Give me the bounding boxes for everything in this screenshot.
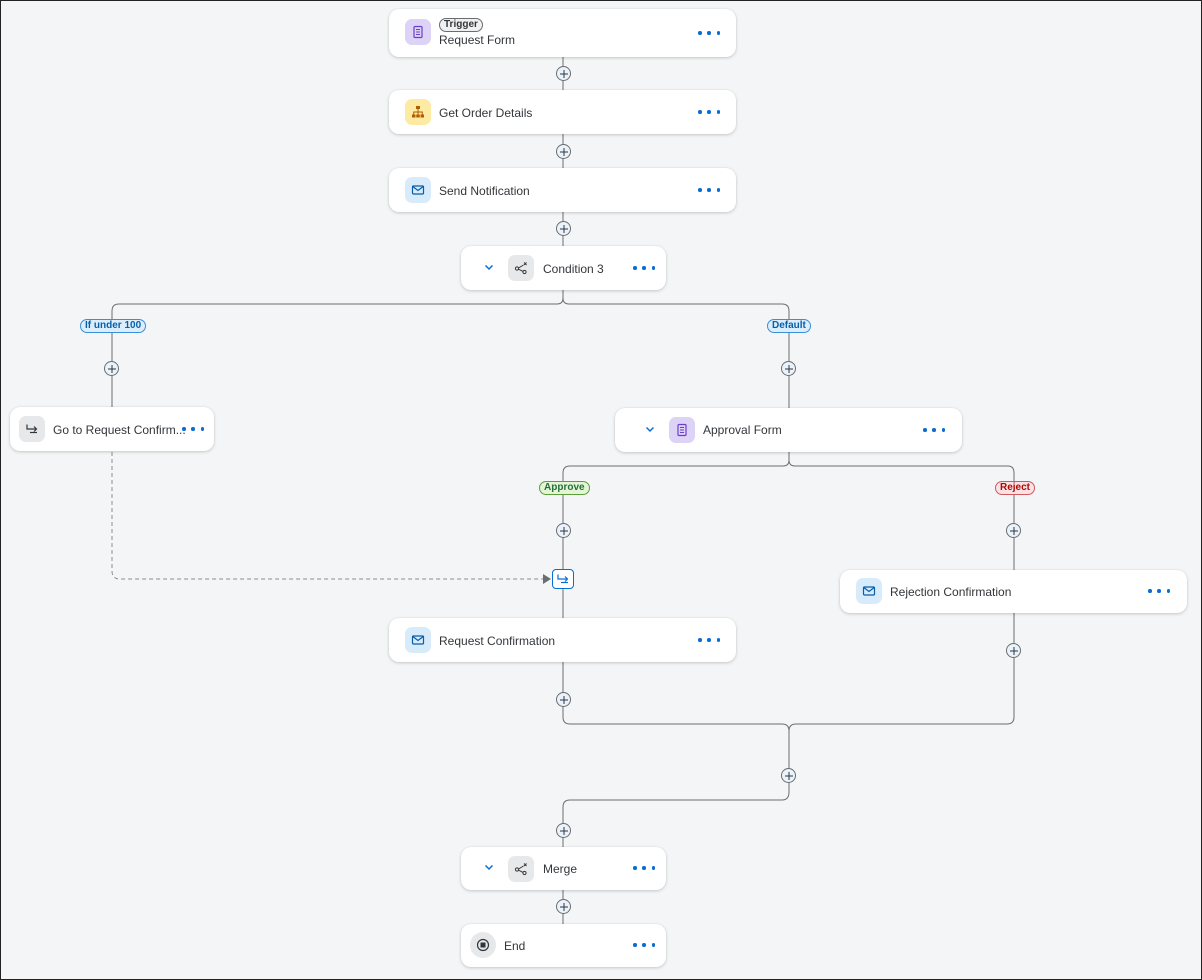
- more-options-icon[interactable]: [698, 183, 720, 197]
- chevron-down-icon[interactable]: [482, 260, 496, 274]
- more-options-icon[interactable]: [923, 423, 945, 437]
- node-approval-form[interactable]: Approval Form: [615, 408, 962, 452]
- add-step-button[interactable]: [556, 144, 571, 159]
- more-options-icon[interactable]: [633, 938, 655, 952]
- form-icon: [669, 417, 695, 443]
- node-label: Rejection Confirmation: [890, 585, 1012, 599]
- more-options-icon[interactable]: [698, 105, 720, 119]
- more-options-icon[interactable]: [698, 633, 720, 647]
- mail-icon: [856, 578, 882, 604]
- stop-icon: [470, 932, 496, 958]
- mail-icon: [405, 177, 431, 203]
- branch-label-reject: Reject: [995, 481, 1036, 495]
- node-label: Condition 3: [543, 262, 604, 276]
- branch-label-if-under-100: If under 100: [80, 319, 147, 333]
- condition-icon: [508, 255, 534, 281]
- add-step-button[interactable]: [556, 899, 571, 914]
- node-label: Request Form: [439, 33, 516, 47]
- node-goto-request-confirmation[interactable]: Go to Request Confirm...: [10, 407, 214, 451]
- add-step-button[interactable]: [556, 523, 571, 538]
- node-send-notification[interactable]: Send Notification: [389, 168, 736, 212]
- node-label: Get Order Details: [439, 106, 533, 120]
- chevron-down-icon[interactable]: [482, 860, 496, 874]
- add-step-button[interactable]: [104, 361, 119, 376]
- add-step-button[interactable]: [781, 361, 796, 376]
- add-step-button[interactable]: [556, 221, 571, 236]
- mail-icon: [405, 627, 431, 653]
- add-step-button[interactable]: [1006, 523, 1021, 538]
- node-label: Request Confirmation: [439, 634, 556, 648]
- node-request-confirmation[interactable]: Request Confirmation: [389, 618, 736, 662]
- more-options-icon[interactable]: [633, 261, 655, 275]
- more-options-icon[interactable]: [698, 26, 720, 40]
- hierarchy-icon: [405, 99, 431, 125]
- node-condition-3[interactable]: Condition 3: [461, 246, 666, 290]
- node-rejection-confirmation[interactable]: Rejection Confirmation: [840, 570, 1187, 613]
- add-step-button[interactable]: [1006, 643, 1021, 658]
- branch-label-default: Default: [767, 319, 811, 333]
- form-icon: [405, 19, 431, 45]
- node-end[interactable]: End: [461, 924, 666, 967]
- add-step-button[interactable]: [556, 823, 571, 838]
- node-label: Merge: [543, 862, 578, 876]
- node-merge[interactable]: Merge: [461, 847, 666, 890]
- more-options-icon[interactable]: [633, 861, 655, 875]
- condition-icon: [508, 856, 534, 882]
- node-request-form[interactable]: Trigger Request Form: [389, 9, 736, 57]
- goto-target-marker[interactable]: [552, 569, 574, 589]
- node-label: End: [504, 939, 526, 953]
- node-get-order-details[interactable]: Get Order Details: [389, 90, 736, 134]
- more-options-icon[interactable]: [182, 422, 204, 436]
- node-label: Go to Request Confirm...: [53, 423, 186, 437]
- add-step-button[interactable]: [556, 66, 571, 81]
- branch-label-approve: Approve: [539, 481, 590, 495]
- chevron-down-icon[interactable]: [643, 422, 657, 436]
- goto-icon: [19, 416, 45, 442]
- node-label: Send Notification: [439, 184, 530, 198]
- node-label: Approval Form: [703, 423, 782, 437]
- trigger-badge: Trigger: [439, 18, 483, 32]
- goto-icon: [557, 574, 569, 584]
- more-options-icon[interactable]: [1148, 584, 1170, 598]
- add-step-button[interactable]: [781, 768, 796, 783]
- add-step-button[interactable]: [556, 692, 571, 707]
